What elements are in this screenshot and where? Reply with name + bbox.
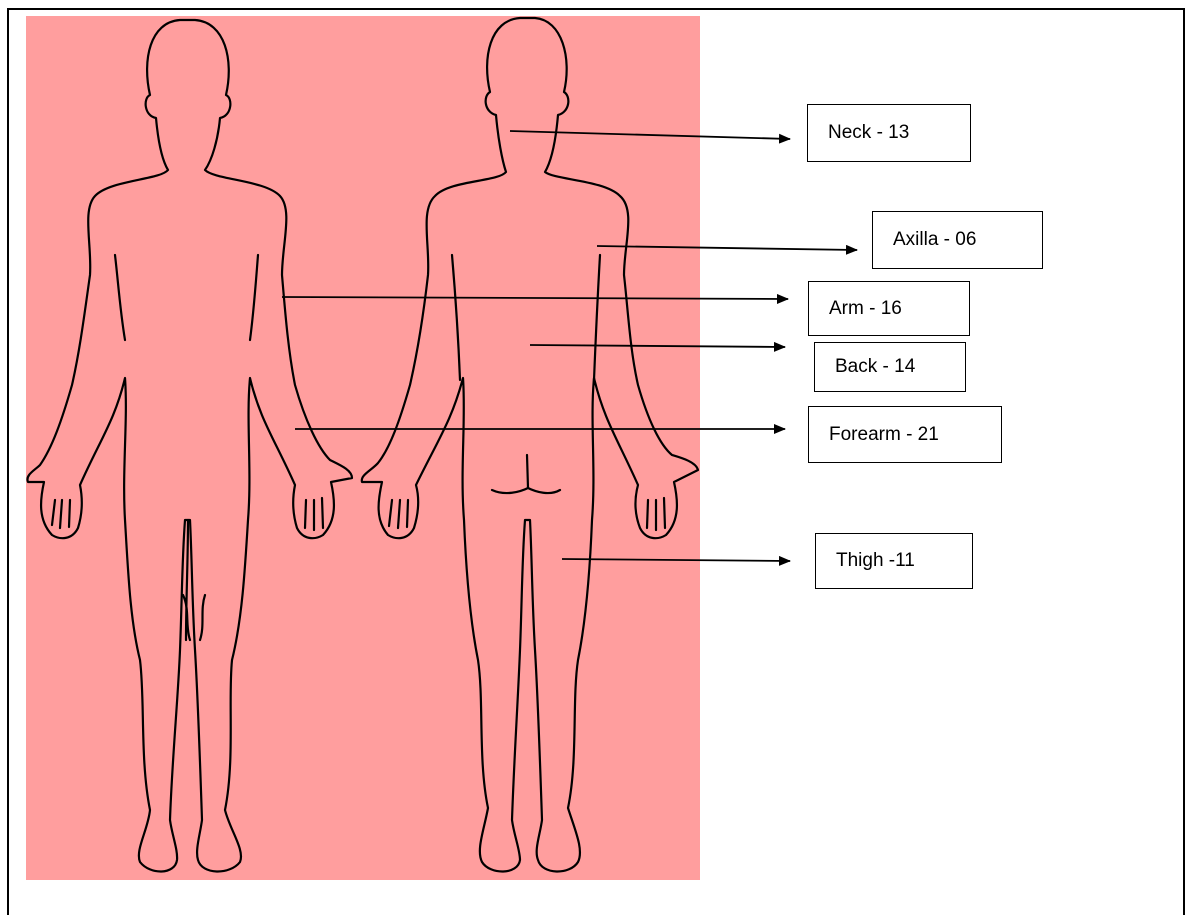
front-body-outline — [27, 20, 352, 872]
thigh-label-text: Thigh -11 — [836, 550, 915, 572]
back-label: Back - 14 — [814, 342, 966, 392]
thigh-arrow — [562, 559, 790, 561]
leader-arrows — [282, 131, 857, 561]
axilla-label: Axilla - 06 — [872, 211, 1043, 269]
back-label-text: Back - 14 — [835, 356, 915, 378]
forearm-label-text: Forearm - 21 — [829, 424, 939, 446]
back-arrow — [530, 345, 785, 347]
neck-label-text: Neck - 13 — [828, 122, 909, 144]
neck-arrow — [510, 131, 790, 139]
axilla-arrow — [597, 246, 857, 250]
axilla-label-text: Axilla - 06 — [893, 229, 976, 251]
arm-label: Arm - 16 — [808, 281, 970, 336]
thigh-label: Thigh -11 — [815, 533, 973, 589]
arm-arrow — [282, 297, 788, 299]
arm-label-text: Arm - 16 — [829, 298, 902, 320]
neck-label: Neck - 13 — [807, 104, 971, 162]
forearm-label: Forearm - 21 — [808, 406, 1002, 463]
back-body-outline — [362, 18, 698, 872]
